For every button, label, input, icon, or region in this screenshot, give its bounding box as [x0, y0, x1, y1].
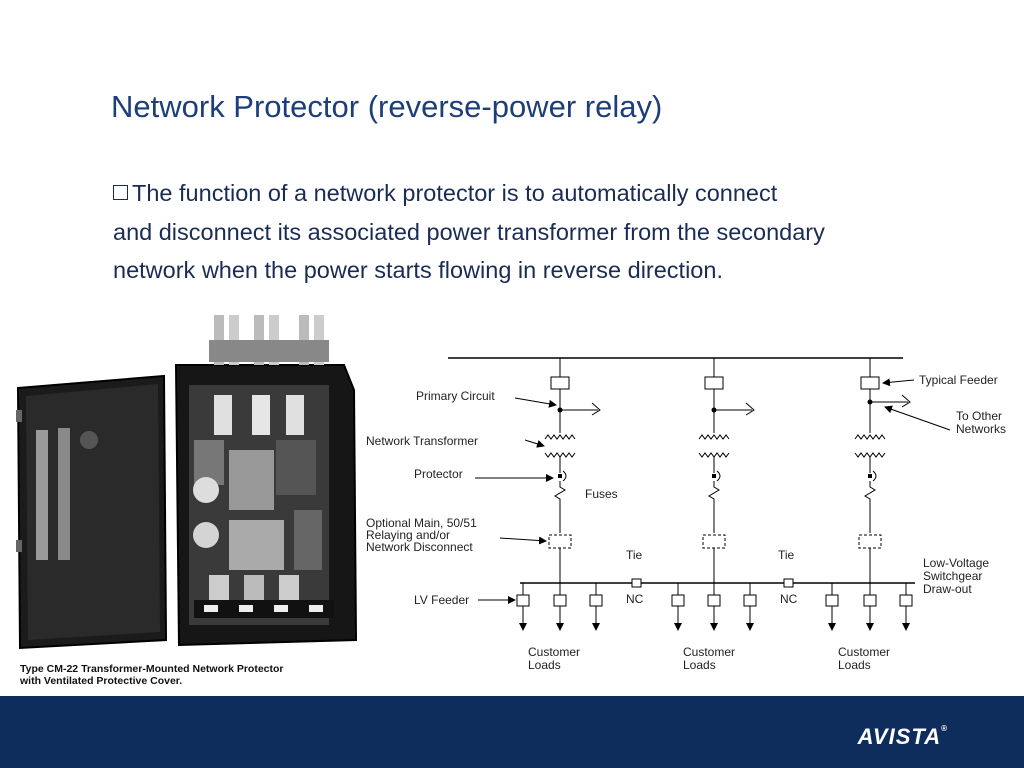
label-primary-circuit: Primary Circuit — [416, 389, 495, 403]
label-to-other-2: Networks — [956, 422, 1006, 436]
photo-caption: Type CM-22 Transformer-Mounted Network P… — [20, 663, 284, 687]
bullet-paragraph: The function of a network protector is t… — [113, 174, 993, 290]
network-protector-photo — [16, 315, 358, 650]
label-nc: NC — [626, 592, 644, 606]
label-loads: Loads — [838, 658, 871, 672]
label-optional-main-1: Optional Main, 50/51 — [366, 516, 477, 530]
square-bullet-icon — [113, 185, 128, 200]
label-protector: Protector — [414, 467, 463, 481]
label-customer: Customer — [683, 645, 735, 659]
label-loads: Loads — [683, 658, 716, 672]
label-optional-main-2: Relaying and/or — [366, 528, 450, 542]
label-customer: Customer — [528, 645, 580, 659]
network-one-line-diagram: Primary Circuit Network Transformer Prot… — [366, 357, 1006, 672]
label-customer: Customer — [838, 645, 890, 659]
label-tie: Tie — [778, 548, 795, 562]
label-network-transformer: Network Transformer — [366, 434, 478, 448]
label-optional-main-3: Network Disconnect — [366, 540, 473, 554]
label-to-other-1: To Other — [956, 409, 1002, 423]
label-low-voltage-1: Low-Voltage — [923, 556, 989, 570]
footer-band: AVISTA® — [0, 696, 1024, 768]
bullet-line: The function of a network protector is t… — [113, 174, 993, 213]
label-low-voltage-2: Switchgear — [923, 569, 982, 583]
label-nc: NC — [780, 592, 798, 606]
label-loads: Loads — [528, 658, 561, 672]
avista-logo: AVISTA® — [857, 724, 948, 749]
label-lv-feeder: LV Feeder — [414, 593, 469, 607]
bullet-line: network when the power starts flowing in… — [113, 257, 723, 283]
label-low-voltage-3: Draw-out — [923, 582, 972, 596]
bullet-line: and disconnect its associated power tran… — [113, 218, 825, 245]
slide-title: Network Protector (reverse-power relay) — [111, 89, 663, 124]
label-fuses: Fuses — [585, 487, 618, 501]
label-typical-feeder: Typical Feeder — [919, 373, 998, 387]
label-tie: Tie — [626, 548, 643, 562]
